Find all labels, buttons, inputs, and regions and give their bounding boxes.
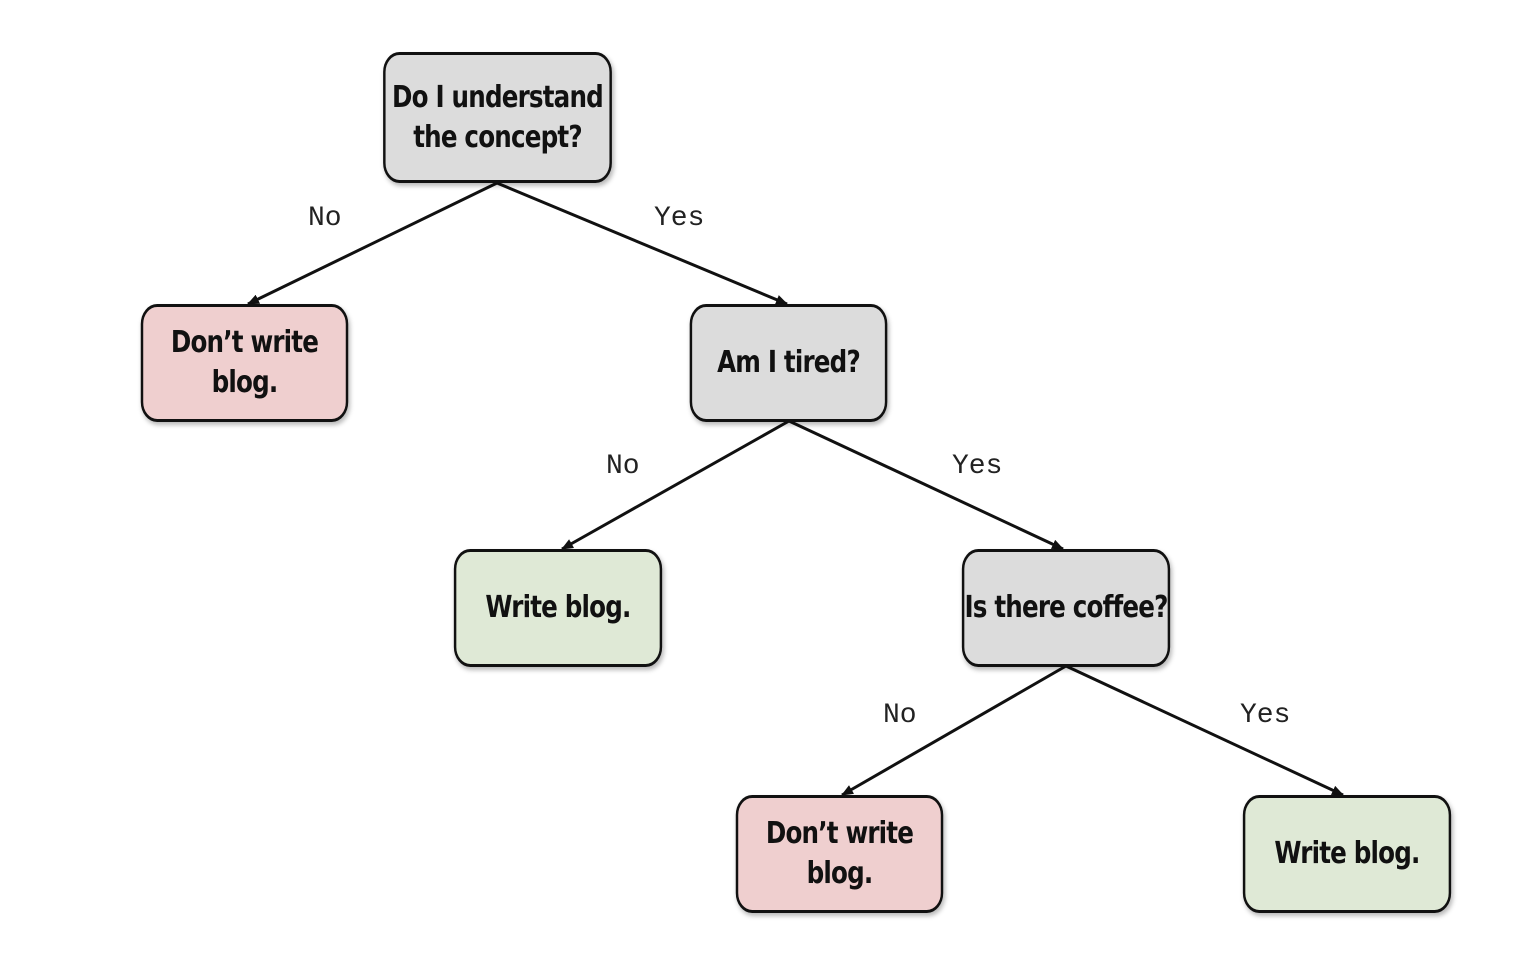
edge-root-yes-arrow (496, 181, 788, 306)
edge-coffee-yes-arrow (1065, 664, 1344, 797)
outcome-node-write-blog: Write blog. (1242, 795, 1452, 913)
question-node-am-i-tired: Am I tired? (689, 304, 888, 422)
edge-label-coffee-no: No (883, 700, 917, 731)
edge-label-tired-no: No (606, 451, 640, 482)
question-node-label: Is there coffee? (964, 590, 1168, 625)
outcome-node-label: Don’t write blog. (765, 816, 914, 891)
outcome-node-label: Write blog. (485, 590, 631, 625)
edge-root-no-arrow (247, 181, 498, 306)
question-node-understand-concept: Do I understand the concept? (383, 52, 612, 183)
edge-label-coffee-yes: Yes (1240, 700, 1291, 731)
edge-tired-yes-arrow (788, 419, 1064, 551)
outcome-node-label: Write blog. (1274, 836, 1420, 871)
edge-label-root-yes: Yes (654, 203, 705, 234)
edge-tired-no-arrow (561, 419, 790, 551)
outcome-node-dont-write-blog: Don’t write blog. (735, 795, 944, 913)
edge-coffee-no-arrow (841, 664, 1067, 797)
question-node-is-there-coffee: Is there coffee? (961, 549, 1171, 667)
edge-label-tired-yes: Yes (952, 451, 1003, 482)
outcome-node-label: Don’t write blog. (170, 325, 319, 400)
edge-label-root-no: No (308, 203, 342, 234)
question-node-label: Do I understand the concept? (392, 79, 604, 155)
outcome-node-write-blog: Write blog. (453, 549, 663, 667)
outcome-node-dont-write-blog: Don’t write blog. (140, 304, 349, 422)
question-node-label: Am I tired? (717, 345, 861, 380)
